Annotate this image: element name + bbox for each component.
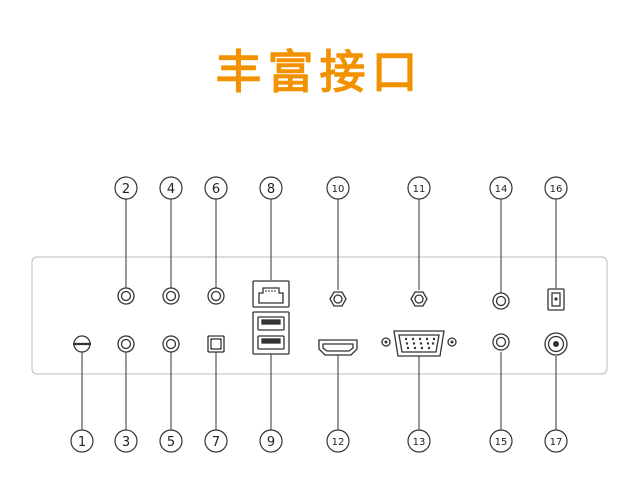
audio-jack-icon xyxy=(492,292,510,310)
port-number-11: 11 xyxy=(407,176,431,200)
port-number-5-label: 5 xyxy=(167,435,175,450)
port-number-10: 10 xyxy=(326,176,350,200)
hdmi-port-icon xyxy=(318,339,358,356)
port-number-2: 2 xyxy=(114,176,138,200)
port-number-14-label: 14 xyxy=(495,184,508,195)
port-number-7: 7 xyxy=(204,429,228,453)
dc-power-jack-icon xyxy=(544,332,568,356)
port-number-6: 6 xyxy=(204,176,228,200)
port-number-12-label: 12 xyxy=(332,437,345,448)
coax-connector-icon xyxy=(410,291,428,307)
port-number-16: 16 xyxy=(544,176,568,200)
port-number-11-label: 11 xyxy=(413,184,426,195)
audio-jack-icon xyxy=(162,287,180,305)
port-number-16-label: 16 xyxy=(550,184,563,195)
audio-jack-icon xyxy=(162,335,180,353)
audio-jack-icon xyxy=(207,287,225,305)
audio-jack-icon xyxy=(492,333,510,351)
port-number-15: 15 xyxy=(489,429,513,453)
port-number-1-label: 1 xyxy=(78,435,86,450)
port-number-3-label: 3 xyxy=(122,435,130,450)
power-switch-icon xyxy=(547,288,565,311)
audio-jack-icon xyxy=(117,287,135,305)
port-number-4-label: 4 xyxy=(167,182,175,197)
coax-connector-icon xyxy=(329,291,347,307)
usb-port-icon xyxy=(252,311,290,355)
audio-jack-icon xyxy=(117,335,135,353)
port-number-13-label: 13 xyxy=(413,437,426,448)
port-number-17: 17 xyxy=(544,429,568,453)
port-number-4: 4 xyxy=(159,176,183,200)
port-number-14: 14 xyxy=(489,176,513,200)
port-number-15-label: 15 xyxy=(495,437,508,448)
port-number-3: 3 xyxy=(114,429,138,453)
back-panel xyxy=(31,256,608,375)
port-number-8: 8 xyxy=(259,176,283,200)
ground-screw-icon xyxy=(73,335,91,353)
port-number-17-label: 17 xyxy=(550,437,563,448)
leader-lines xyxy=(81,199,557,430)
port-number-7-label: 7 xyxy=(212,435,220,450)
page-title: 丰富接口 xyxy=(215,45,424,99)
port-number-6-label: 6 xyxy=(212,182,220,197)
vga-port-icon xyxy=(381,330,457,357)
port-number-1: 1 xyxy=(70,429,94,453)
optical-port-icon xyxy=(207,335,225,353)
port-number-12: 12 xyxy=(326,429,350,453)
port-number-9: 9 xyxy=(259,429,283,453)
port-number-8-label: 8 xyxy=(267,182,275,197)
port-number-5: 5 xyxy=(159,429,183,453)
ethernet-port-icon xyxy=(252,280,290,308)
port-number-2-label: 2 xyxy=(122,182,130,197)
port-number-9-label: 9 xyxy=(267,435,275,450)
port-number-13: 13 xyxy=(407,429,431,453)
port-number-10-label: 10 xyxy=(332,184,345,195)
